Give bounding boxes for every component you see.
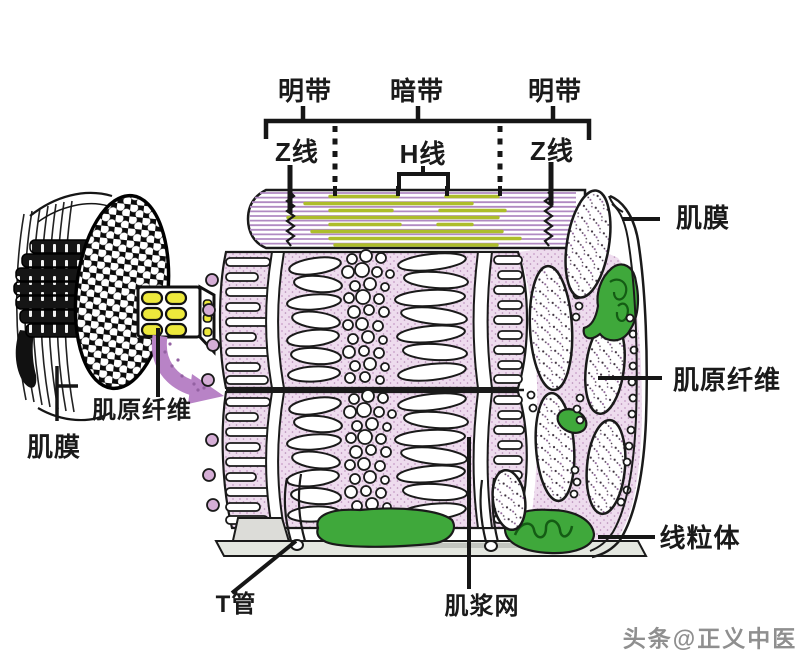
- sarcomere-end-cap: [564, 189, 612, 299]
- label-mitochondria: 线粒体: [659, 523, 741, 553]
- shelf-shade: [380, 543, 520, 548]
- sr-tubules-right: [394, 252, 469, 382]
- left-edge-bumps: [201, 273, 220, 512]
- label-z-line-right: Z线: [530, 136, 574, 166]
- bundle-top-edge: [29, 191, 113, 217]
- label-myofibril-right: 肌原纤维: [672, 365, 782, 395]
- label-band-right: 明带: [527, 76, 583, 106]
- label-z-line-left: Z线: [275, 137, 319, 167]
- extracted-myofibril: [136, 284, 216, 356]
- t-tubule-pointer: [230, 539, 298, 595]
- label-band-left: 明带: [277, 76, 333, 106]
- pointer-lines: [230, 217, 662, 595]
- vesicle-cluster: [341, 249, 395, 385]
- h-zone-bracket: [397, 172, 450, 189]
- bundle-top-edge-inner: [37, 203, 109, 223]
- sr-tubules-left: [286, 256, 343, 383]
- label-sr: 肌浆网: [444, 593, 520, 620]
- myofibril-cross-sections: [491, 264, 627, 532]
- label-t-tubule: T管: [215, 591, 257, 618]
- right-fringe: [493, 255, 525, 384]
- label-myofibril-left: 肌原纤维: [92, 397, 192, 424]
- sarcomere-cylinder: [246, 162, 612, 299]
- bundle-shadow: [15, 330, 37, 388]
- bundle-cross-section: [73, 193, 171, 391]
- label-sarcolemma-right: 肌膜: [675, 203, 731, 233]
- band-bracket: [263, 106, 592, 189]
- label-band-middle: 暗带: [389, 76, 445, 106]
- myofibril-filaments-yellow: [140, 290, 188, 338]
- z-line-zigzag-right: [543, 191, 554, 247]
- muscle-bundle-illustration: [13, 191, 224, 422]
- sr-channels: [265, 251, 494, 389]
- thick-filaments: [286, 194, 522, 247]
- muscle-fiber-body: [201, 194, 648, 559]
- sarcolemma-left-pointer: [55, 366, 78, 421]
- label-h-line: H线: [399, 139, 447, 169]
- vesicle-chains: [526, 290, 639, 507]
- watermark: 头条@正义中医: [622, 625, 798, 652]
- t-tubule-right-opening: [484, 540, 498, 552]
- t-tubule-left: [283, 473, 307, 542]
- mitochondrion-bottom-left: [316, 507, 456, 548]
- label-sarcolemma-left: 肌膜: [26, 432, 82, 462]
- mitochondrion-bottom-right: [503, 508, 596, 555]
- bundle-bottom-edge: [37, 407, 111, 422]
